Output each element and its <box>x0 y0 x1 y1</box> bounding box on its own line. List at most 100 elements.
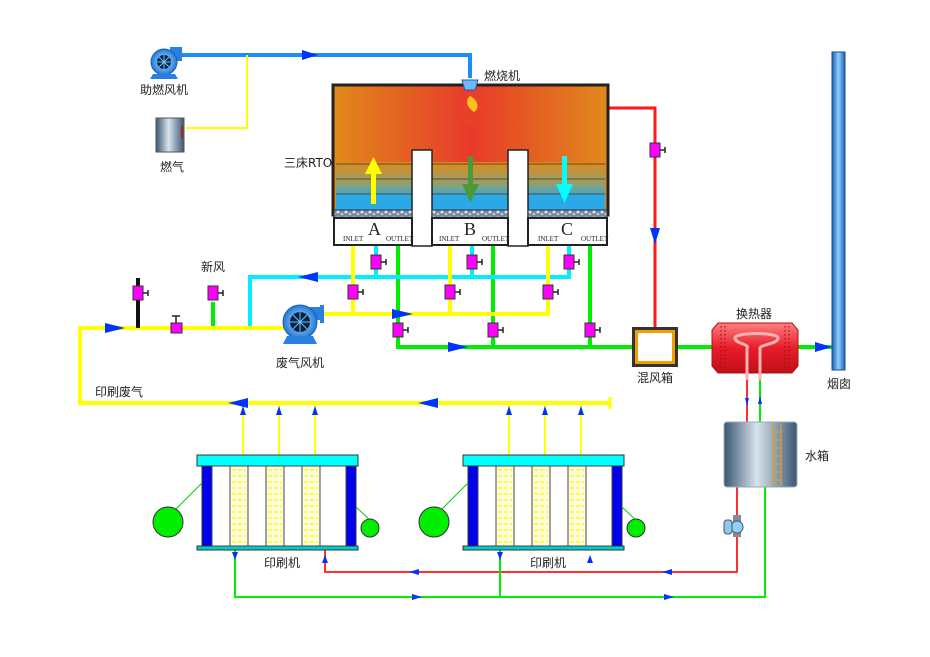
printer-base-plate <box>462 545 625 551</box>
valve-icon[interactable] <box>392 322 409 338</box>
chimney-icon <box>831 51 846 371</box>
print-exhaust-label: 印刷废气 <box>95 384 143 399</box>
rewind-roller-icon <box>360 518 380 538</box>
mixing-box-label: 混风箱 <box>637 370 673 385</box>
chamber-flow-arrows <box>365 156 573 204</box>
chamber-name: B <box>464 219 476 239</box>
mixing-box <box>632 327 678 367</box>
gas-tank-icon <box>155 117 185 153</box>
arrow-down-icon <box>745 398 749 406</box>
waste-gas-pipes <box>78 245 610 405</box>
arrow-right-icon <box>815 342 832 352</box>
valve-icon[interactable] <box>584 322 601 338</box>
printer-gap <box>283 465 303 547</box>
printer-top-plate <box>462 454 625 467</box>
printer-gap <box>585 465 613 547</box>
valve-icon[interactable] <box>487 322 504 338</box>
water-pump-icon[interactable] <box>723 515 744 537</box>
printing-machine-2 <box>418 454 646 551</box>
combustion-fan-label: 助燃风机 <box>140 82 188 97</box>
printer-top-plate <box>196 454 359 467</box>
valve-icon[interactable] <box>370 254 387 270</box>
gas-label: 燃气 <box>160 159 184 174</box>
printer-2-label: 印刷机 <box>530 556 566 570</box>
fresh-air-label: 新风 <box>201 259 225 274</box>
printer-gap <box>477 465 497 547</box>
web-line <box>440 482 469 511</box>
printer-base-plate <box>196 545 359 551</box>
manual-valve-icon[interactable] <box>170 315 183 334</box>
burner-icon <box>458 79 483 130</box>
chimney-label: 烟囱 <box>827 377 851 391</box>
water-tank-icon <box>723 421 798 488</box>
inlet-label: INLET <box>439 235 460 243</box>
arrow-left-icon <box>298 272 318 282</box>
unwind-roller-icon <box>418 506 450 538</box>
riser-arrows <box>232 406 593 563</box>
arrow-down-icon <box>650 228 660 244</box>
valve-icon[interactable] <box>563 254 580 270</box>
hot-gas-pipe <box>608 106 657 327</box>
chamber-name: A <box>368 219 381 239</box>
arrow-right-icon <box>105 323 125 333</box>
arrow-right-icon <box>392 309 413 319</box>
arrow-right-icon <box>448 342 468 352</box>
printing-machine-1 <box>152 454 380 551</box>
arrow-left-icon <box>418 398 438 408</box>
printer-frame-post <box>467 465 479 547</box>
valve-icon[interactable] <box>466 254 483 270</box>
heat-exchanger-icon <box>711 322 799 380</box>
exhaust-fan-icon[interactable] <box>282 304 324 344</box>
printer-frame-post <box>201 465 213 547</box>
valve-group <box>132 142 666 338</box>
outlet-label: OUTLET <box>581 235 609 243</box>
web-line <box>174 482 203 511</box>
outlet-label: OUTLET <box>482 235 510 243</box>
gas-pipe <box>186 55 248 129</box>
arrow-down-icon <box>556 156 573 203</box>
valve-icon[interactable] <box>347 284 364 300</box>
arrow-up-icon <box>365 157 382 204</box>
valve-icon[interactable] <box>542 284 559 300</box>
burner-label: 燃烧机 <box>484 68 520 83</box>
printer-gap <box>319 465 347 547</box>
arrow-up-icon <box>758 396 762 404</box>
combustion-air-pipe <box>180 53 472 78</box>
rewind-roller-icon <box>626 518 646 538</box>
valve-icon[interactable] <box>132 285 149 301</box>
exhaust-fan-label: 废气风机 <box>276 355 324 370</box>
rto-label: 三床RTO <box>284 156 332 170</box>
chamber-b: B INLET OUTLET <box>431 209 510 246</box>
arrow-left-icon <box>662 569 672 575</box>
valve-icon[interactable] <box>207 285 224 301</box>
printer-gap <box>247 465 267 547</box>
combustion-fan-icon[interactable] <box>150 47 182 79</box>
arrow-right-icon <box>302 50 318 60</box>
flow-arrows <box>105 50 832 600</box>
heat-exchanger-label: 换热器 <box>736 307 772 321</box>
water-tank-label: 水箱 <box>805 448 829 463</box>
outlet-label: OUTLET <box>386 235 414 243</box>
printer-exhaust-risers <box>242 405 582 455</box>
printer-frame-post <box>611 465 623 547</box>
printer-1-label: 印刷机 <box>264 556 300 570</box>
inlet-label: INLET <box>343 235 364 243</box>
valve-icon[interactable] <box>649 142 666 158</box>
printer-gap <box>513 465 533 547</box>
arrow-right-icon <box>664 594 674 600</box>
arrow-right-icon <box>412 594 422 600</box>
chamber-a: A INLET OUTLET <box>333 209 414 246</box>
chamber-name: C <box>561 219 573 239</box>
arrow-down-icon <box>462 156 479 203</box>
printer-gap <box>549 465 569 547</box>
valve-icon[interactable] <box>444 284 461 300</box>
inlet-label: INLET <box>538 235 559 243</box>
arrow-left-icon <box>409 569 419 575</box>
arrow-left-icon <box>228 398 248 408</box>
printer-gap <box>211 465 231 547</box>
printer-frame-post <box>345 465 357 547</box>
unwind-roller-icon <box>152 506 184 538</box>
chamber-c: C INLET OUTLET <box>527 209 609 246</box>
